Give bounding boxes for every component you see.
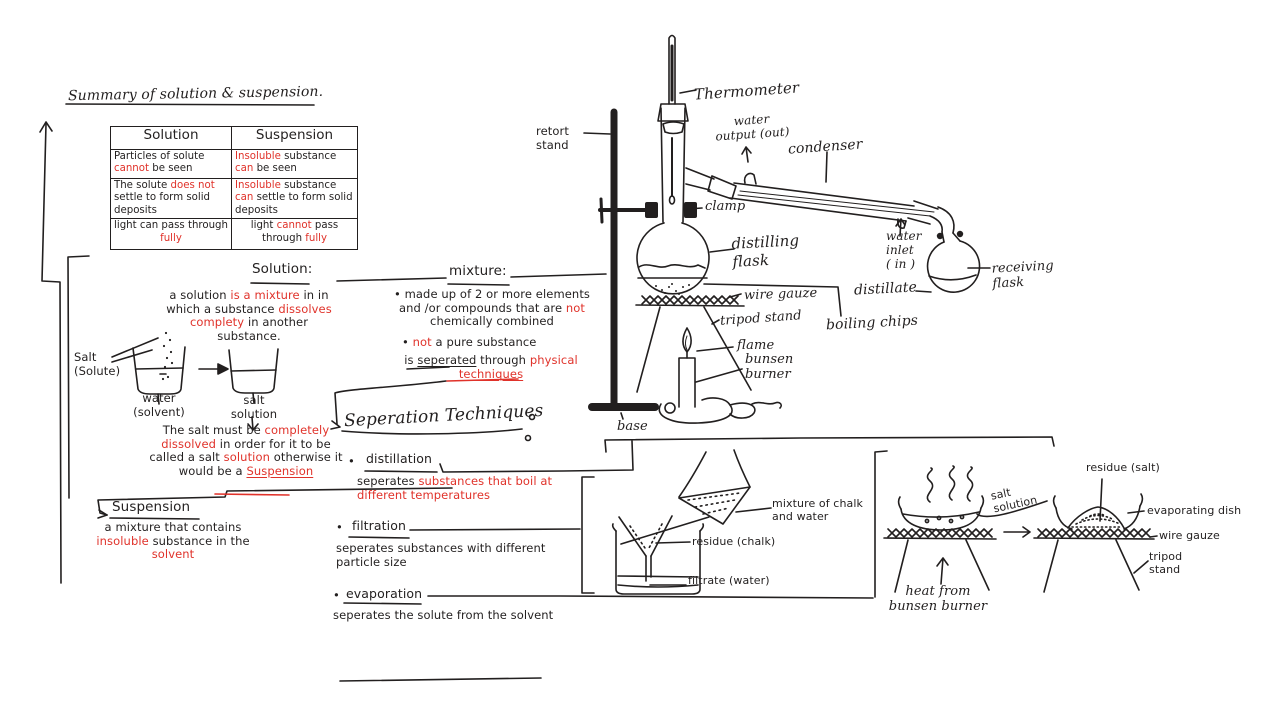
heat-source-label: heat from bunsen burner: [888, 584, 988, 615]
solution-heading: Solution:: [252, 261, 313, 277]
suspension-definition: a mixture that contains insoluble substa…: [96, 520, 250, 562]
table-cell: light cannot pass through fully: [231, 218, 358, 251]
retort-stand-label: retort stand: [536, 124, 569, 152]
water-inlet-label: water inlet ( in ): [886, 229, 922, 272]
filtration-sketch: [611, 449, 772, 595]
residue-salt-label: residue (salt): [1086, 461, 1160, 474]
table-cell: Particles of solute cannot be seen: [109, 149, 233, 179]
wire-gauze-evap-label: wire gauze: [1159, 529, 1220, 542]
distillate-label: distillate: [853, 279, 918, 299]
technique-distillation: distillation: [366, 451, 433, 466]
evaporation-description: seperates the solute from the solvent: [333, 608, 554, 622]
filtrate-water-label: filtrate (water): [688, 574, 770, 587]
bullet: •: [336, 520, 343, 534]
distillation-apparatus-sketch: [583, 34, 991, 424]
water-output-label: water output (out): [714, 111, 790, 144]
table-cell: Insoluble substance can be seen: [231, 149, 358, 179]
evaporation-sketch: [883, 465, 1158, 593]
solution-beakers-sketch: [111, 331, 279, 431]
water-solvent-label: water (solvent): [133, 391, 185, 419]
bunsen-burner-label: bunsen burner: [745, 352, 794, 383]
tripod-stand-evap-label: tripod stand: [1149, 550, 1183, 576]
receiving-flask-label: receiving flask: [991, 258, 1055, 292]
table-cell: light can pass through fully: [109, 218, 233, 251]
clamp-label: clamp: [705, 199, 746, 214]
technique-filtration: filtration: [352, 518, 406, 533]
filtration-description: seperates substances with different part…: [336, 541, 546, 569]
mixture-footer: is seperated through physical techniques: [404, 353, 578, 381]
salt-solution-label: salt solution: [230, 393, 278, 421]
technique-evaporation: evaporation: [346, 586, 423, 601]
solution-suspension-table: Solution Suspension Particles of solute …: [109, 126, 358, 251]
table-cell: Insoluble substance can settle to form s…: [231, 177, 358, 220]
mixture-point-1: • made up of 2 or more elements and /or …: [393, 287, 591, 329]
salt-note: The salt must be completely dissolved in…: [149, 423, 343, 478]
structure-lines: [39, 103, 1055, 682]
flame-label: flame: [737, 338, 775, 353]
bullet: •: [333, 588, 340, 602]
table-cell: The solute does not settle to form solid…: [109, 177, 233, 220]
residue-chalk-label: residue (chalk): [692, 535, 776, 548]
table-header-solution: Solution: [109, 126, 233, 150]
mixture-heading: mixture:: [449, 263, 507, 279]
table-header-suspension: Suspension: [231, 126, 358, 150]
distilling-flask-label: distilling flask: [731, 231, 800, 271]
bullet: •: [348, 454, 355, 468]
evaporating-dish-label: evaporating dish: [1147, 504, 1242, 517]
suspension-heading: Suspension: [112, 499, 191, 515]
mixture-point-2: • not a pure substance: [402, 335, 537, 349]
base-label: base: [617, 419, 648, 434]
solution-definition: a solution is a mixture in in which a su…: [166, 288, 332, 343]
chalk-mixture-label: mixture of chalk and water: [772, 497, 863, 523]
distillation-description: seperates substances that boil at differ…: [357, 474, 553, 502]
salt-solute-label: Salt (Solute): [74, 350, 121, 378]
wire-gauze-label: wire gauze: [743, 285, 818, 304]
